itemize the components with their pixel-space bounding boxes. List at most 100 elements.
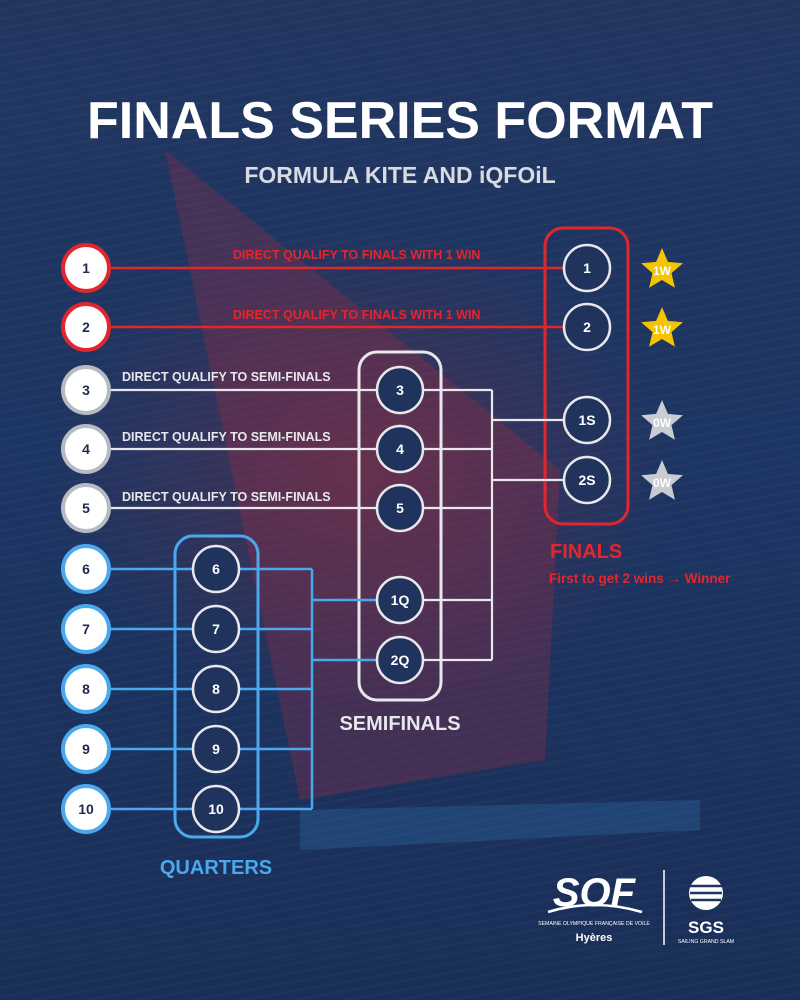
seed-node-6-label: 6 <box>82 561 90 577</box>
seed-node-8-label: 8 <box>82 681 90 697</box>
seed-node-4: 4 <box>61 424 111 474</box>
quarter-node-6-label: 6 <box>212 561 220 577</box>
star-icon <box>641 400 683 440</box>
quarter-connectors <box>110 567 380 811</box>
sof-city: Hyères <box>576 932 613 944</box>
finals-heading: FINALS <box>550 541 622 563</box>
semifinal-node-4: 4 <box>375 424 425 474</box>
quarter-node-10-label: 10 <box>208 801 224 817</box>
sgs-tagline: SAILING GRAND SLAM <box>678 939 734 945</box>
seed-node-5-circle <box>61 483 111 533</box>
seed-node-10-circle <box>61 784 111 834</box>
seed-node-1-circle <box>61 243 111 293</box>
seed-node-3-circle <box>61 365 111 415</box>
sof-logo: SOF SEMAINE OLYMPIQUE FRANÇAISE DE VOILE… <box>538 871 650 944</box>
seed-node-9-label: 9 <box>82 741 90 757</box>
final-node-1-circle <box>562 243 612 293</box>
finals-connectors <box>110 266 564 329</box>
star-icon <box>641 460 683 500</box>
seed-node-10: 10 <box>61 784 111 834</box>
seed-node-5: 5 <box>61 483 111 533</box>
sgs-logo: SGS SAILING GRAND SLAM <box>678 876 734 945</box>
quarter-node-6-circle <box>191 544 241 594</box>
final-node-2S-label: 2S <box>578 472 595 488</box>
win-count-badge: 1W <box>653 323 672 337</box>
seed-node-3: 3 <box>61 365 111 415</box>
final-node-2: 2 <box>562 302 612 352</box>
quarter-node-6: 6 <box>191 544 241 594</box>
star-icon <box>641 248 683 288</box>
page-title: FINALS SERIES FORMAT <box>87 92 713 150</box>
semifinal-connectors <box>110 388 566 662</box>
final-node-1S-circle <box>562 395 612 445</box>
quarter-node-8-label: 8 <box>212 681 220 697</box>
seed-node-5-label: 5 <box>82 500 90 516</box>
quarter-node-8: 8 <box>191 664 241 714</box>
seed-note-5: DIRECT QUALIFY TO SEMI-FINALS <box>122 490 331 504</box>
seed-node-6-circle <box>61 544 111 594</box>
quarter-node-10-circle <box>191 784 241 834</box>
seed-note-4: DIRECT QUALIFY TO SEMI-FINALS <box>122 430 331 444</box>
sof-tagline: SEMAINE OLYMPIQUE FRANÇAISE DE VOILE <box>538 921 650 927</box>
seed-note-1: DIRECT QUALIFY TO FINALS WITH 1 WIN <box>233 248 480 262</box>
semifinals-frame <box>357 350 443 702</box>
final-node-1-label: 1 <box>583 260 591 276</box>
page-subtitle: FORMULA KITE AND iQFOiL <box>244 162 555 188</box>
semifinal-node-2Q-circle <box>375 635 425 685</box>
finals-column: 1 2 1S 2S <box>562 243 612 505</box>
seed-node-7: 7 <box>61 604 111 654</box>
seed-node-1: 1 <box>61 243 111 293</box>
sgs-logo-text: SGS <box>688 918 724 937</box>
semifinal-node-3: 3 <box>375 365 425 415</box>
seed-node-2: 2 <box>61 302 111 352</box>
semifinal-node-4-label: 4 <box>396 441 404 457</box>
seed-node-2-circle <box>61 302 111 352</box>
star-icon <box>641 307 683 347</box>
win-star-2S: 0W <box>641 460 683 500</box>
finals-frame <box>543 226 630 526</box>
semifinal-node-3-label: 3 <box>396 382 404 398</box>
semifinal-node-1Q-circle <box>375 575 425 625</box>
finals-rule: First to get 2 wins → Winner <box>549 571 731 586</box>
finals-win-stars: 1W 1W 0W 0W <box>641 248 683 500</box>
semifinal-node-2Q: 2Q <box>375 635 425 685</box>
seed-node-7-label: 7 <box>82 621 90 637</box>
seed-node-6: 6 <box>61 544 111 594</box>
semifinals-heading: SEMIFINALS <box>339 713 460 735</box>
quarters-column: 6 7 8 9 10 <box>191 544 241 834</box>
semifinals-column: 3 4 5 1Q 2Q <box>375 365 425 685</box>
semifinal-node-2Q-label: 2Q <box>391 652 410 668</box>
semifinal-node-1Q: 1Q <box>375 575 425 625</box>
seed-node-7-circle <box>61 604 111 654</box>
quarter-node-7-circle <box>191 604 241 654</box>
quarter-node-9-label: 9 <box>212 741 220 757</box>
seed-node-9: 9 <box>61 724 111 774</box>
win-star-1S: 0W <box>641 400 683 440</box>
semifinal-node-5: 5 <box>375 483 425 533</box>
quarters-heading: QUARTERS <box>160 857 272 879</box>
seed-note-3: DIRECT QUALIFY TO SEMI-FINALS <box>122 370 331 384</box>
final-node-1: 1 <box>562 243 612 293</box>
seed-node-3-label: 3 <box>82 382 90 398</box>
win-count-badge: 1W <box>653 264 672 278</box>
sail-silhouette <box>165 150 700 850</box>
seed-node-8-circle <box>61 664 111 714</box>
seed-node-10-label: 10 <box>78 801 94 817</box>
quarter-node-10: 10 <box>191 784 241 834</box>
seed-node-1-label: 1 <box>82 260 90 276</box>
final-node-2-label: 2 <box>583 319 591 335</box>
semifinal-node-1Q-label: 1Q <box>391 592 410 608</box>
semifinal-node-5-circle <box>375 483 425 533</box>
final-node-1S-label: 1S <box>578 412 595 428</box>
semifinal-node-3-circle <box>375 365 425 415</box>
quarter-node-9-circle <box>191 724 241 774</box>
quarter-node-8-circle <box>191 664 241 714</box>
win-count-badge: 0W <box>653 416 672 430</box>
quarter-node-7: 7 <box>191 604 241 654</box>
quarters-frame <box>173 534 260 839</box>
final-node-2S-circle <box>562 455 612 505</box>
final-node-2S: 2S <box>562 455 612 505</box>
seed-node-8: 8 <box>61 664 111 714</box>
